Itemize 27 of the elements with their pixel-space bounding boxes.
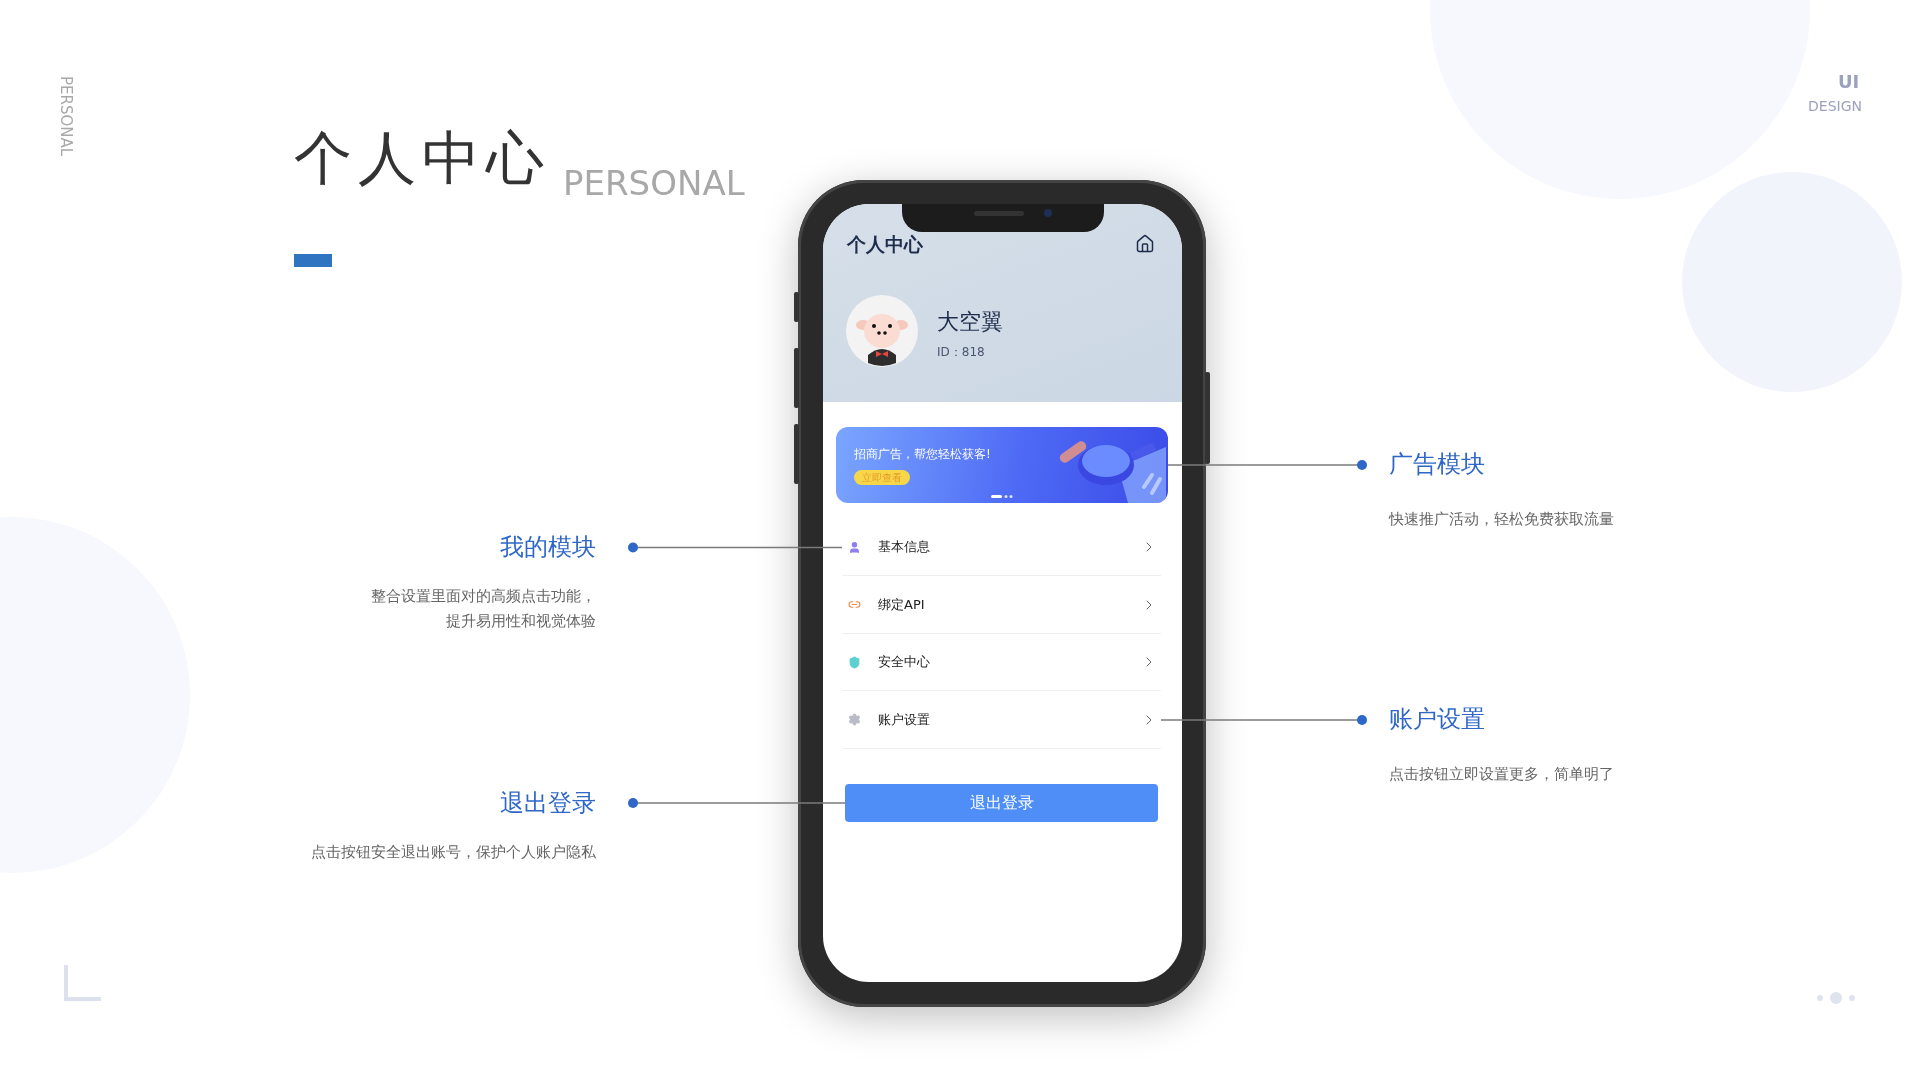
user-id: ID：818	[937, 344, 985, 361]
callout-description: 点击按钮安全退出账号，保护个人账户隐私	[311, 842, 596, 863]
ad-banner	[836, 427, 1168, 503]
menu-item-label: 安全中心	[878, 653, 931, 671]
callout-heading: 账户设置	[1389, 704, 1485, 735]
user-name: 大空翼	[937, 308, 1003, 336]
screen-title: 个人中心	[847, 232, 923, 257]
vertical-watermark-text: PERSONAL	[58, 76, 73, 157]
callout-heading: 广告模块	[1389, 449, 1485, 480]
leader-line	[1160, 715, 1367, 725]
logout-button: 退出登录	[845, 784, 1158, 822]
callout-description: 快速推广活动，轻松免费获取流量	[1389, 509, 1614, 530]
menu-item-label: 账户设置	[878, 710, 931, 729]
leader-line	[628, 798, 846, 808]
page-title: 个人中心	[294, 123, 550, 194]
banner-headline: 招商广告，帮您轻松获客!	[854, 446, 991, 463]
decorative-label: UI	[1838, 73, 1860, 91]
decorative-label: DESIGN	[1808, 99, 1862, 113]
leader-line	[628, 542, 843, 553]
callout-heading: 我的模块	[500, 532, 596, 563]
callout-heading: 退出登录	[500, 788, 596, 819]
callout-description: 整合设置里面对的高频点击功能，提升易用性和视觉体验	[370, 586, 596, 632]
decorative-label: PERSONAL	[563, 166, 745, 200]
callout-description: 点击按钮立即设置更多，简单明了	[1389, 764, 1614, 785]
menu-item-label: 基本信息	[878, 538, 931, 556]
menu-item-label: 绑定API	[878, 595, 926, 614]
leader-line	[1167, 460, 1367, 470]
